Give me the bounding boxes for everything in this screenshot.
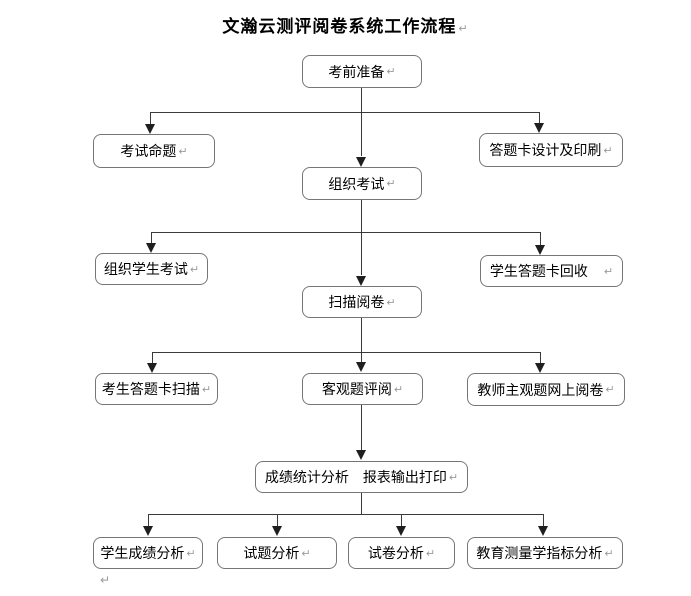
connector-line [152, 352, 540, 353]
node-label: 答题卡设计及印刷 [489, 143, 602, 159]
arrow-down-icon [147, 363, 157, 373]
flow-node-student-score-analysis: 学生成绩分析↵ [93, 537, 203, 569]
node-label: 客观题评阅 [321, 382, 392, 398]
paragraph-mark-icon: ↵ [178, 144, 188, 158]
connector-line [540, 232, 541, 245]
flow-node-edu-measurement-analysis: 教育测量学指标分析↵ [467, 537, 623, 569]
arrow-down-icon [356, 157, 366, 167]
flow-node-objective-review: 客观题评阅↵ [302, 373, 423, 405]
connector-line [150, 112, 539, 113]
connector-line [540, 352, 541, 363]
arrow-down-icon [356, 362, 366, 372]
paragraph-mark-icon: ↵ [605, 383, 615, 396]
paragraph-mark-icon: ↵ [448, 470, 459, 484]
flow-node-answer-card-recovery: 学生答题卡回收 ↵ [480, 255, 623, 287]
arrow-down-icon [146, 243, 156, 253]
connector-line [277, 514, 278, 526]
arrow-down-icon [356, 450, 366, 460]
paragraph-mark-icon: ↵ [100, 573, 111, 587]
arrow-down-icon [535, 363, 545, 373]
connector-line [151, 232, 540, 233]
connector-line [361, 200, 362, 275]
flow-node-organize-student-exam: 组织学生考试↵ [95, 253, 208, 285]
arrow-down-icon [534, 123, 544, 133]
connector-line [152, 352, 153, 363]
paragraph-mark-icon: ↵ [458, 22, 469, 35]
paragraph-mark-icon: ↵ [186, 546, 196, 560]
paragraph-mark-icon: ↵ [386, 65, 396, 78]
node-label: 试卷分析 [367, 546, 424, 562]
connector-line [151, 232, 152, 243]
node-label: 考试命题 [120, 144, 177, 160]
arrow-down-icon [535, 245, 545, 255]
flow-node-exam-proposition: 考试命题↵ [93, 134, 215, 168]
node-label: 教育测量学指标分析 [476, 546, 603, 562]
connector-line [148, 514, 543, 515]
connector-line [361, 405, 362, 450]
node-label: 组织学生考试 [103, 262, 188, 278]
arrow-down-icon [272, 526, 282, 536]
page-title-text: 文瀚云测评阅卷系统工作流程 [222, 17, 457, 37]
flow-node-candidate-card-scan: 考生答题卡扫描↵ [95, 373, 218, 405]
paragraph-mark-icon: ↵ [604, 546, 614, 560]
connector-line [401, 514, 402, 526]
paragraph-mark-icon: ↵ [189, 262, 200, 276]
paragraph-mark-icon: ↵ [386, 295, 396, 309]
connector-line [148, 514, 149, 526]
connector-line [539, 112, 540, 123]
node-label: 试题分析 [243, 546, 300, 562]
node-label: 组织考试 [328, 176, 385, 193]
connector-line [361, 88, 362, 156]
flow-node-teacher-subjective-online-grading: 教师主观题网上阅卷↵ [467, 373, 625, 406]
arrow-down-icon [356, 276, 366, 286]
flow-node-score-stats-report-print: 成绩统计分析 报表输出打印↵ [255, 461, 468, 493]
connector-line [543, 514, 544, 526]
flow-node-organize-exam: 组织考试↵ [302, 167, 422, 200]
node-label: 扫描阅卷 [328, 295, 385, 311]
connector-line [150, 112, 151, 124]
paragraph-mark-icon: ↵ [386, 177, 396, 190]
node-label: 成绩统计分析 报表输出打印 [264, 470, 447, 486]
paragraph-mark-icon: ↵ [393, 382, 404, 396]
connector-line [361, 318, 362, 362]
arrow-down-icon [538, 526, 548, 536]
paragraph-mark-icon: ↵ [425, 546, 436, 560]
node-label: 学生答题卡回收 [489, 264, 602, 280]
arrow-down-icon [145, 124, 155, 134]
arrow-down-icon [396, 526, 406, 536]
page-title: 文瀚云测评阅卷系统工作流程↵ [0, 12, 691, 37]
arrow-down-icon [143, 526, 153, 536]
node-label: 学生成绩分析 [100, 546, 185, 562]
flow-node-question-analysis: 试题分析↵ [217, 537, 337, 569]
node-label: 教师主观题网上阅卷 [477, 382, 604, 399]
paragraph-mark-icon: ↵ [603, 143, 613, 157]
flow-node-paper-analysis: 试卷分析↵ [348, 537, 455, 569]
connector-line [361, 493, 362, 514]
paragraph-mark-icon: ↵ [603, 264, 614, 278]
flow-node-scan-grading: 扫描阅卷↵ [302, 286, 422, 318]
node-label: 考生答题卡扫描 [101, 382, 200, 398]
flow-node-answer-card-design-printing: 答题卡设计及印刷↵ [479, 133, 623, 167]
flow-node-exam-preparation: 考前准备↵ [302, 55, 422, 88]
node-label: 考前准备 [328, 64, 385, 81]
paragraph-mark-icon: ↵ [301, 546, 311, 560]
paragraph-mark-icon: ↵ [201, 382, 212, 396]
